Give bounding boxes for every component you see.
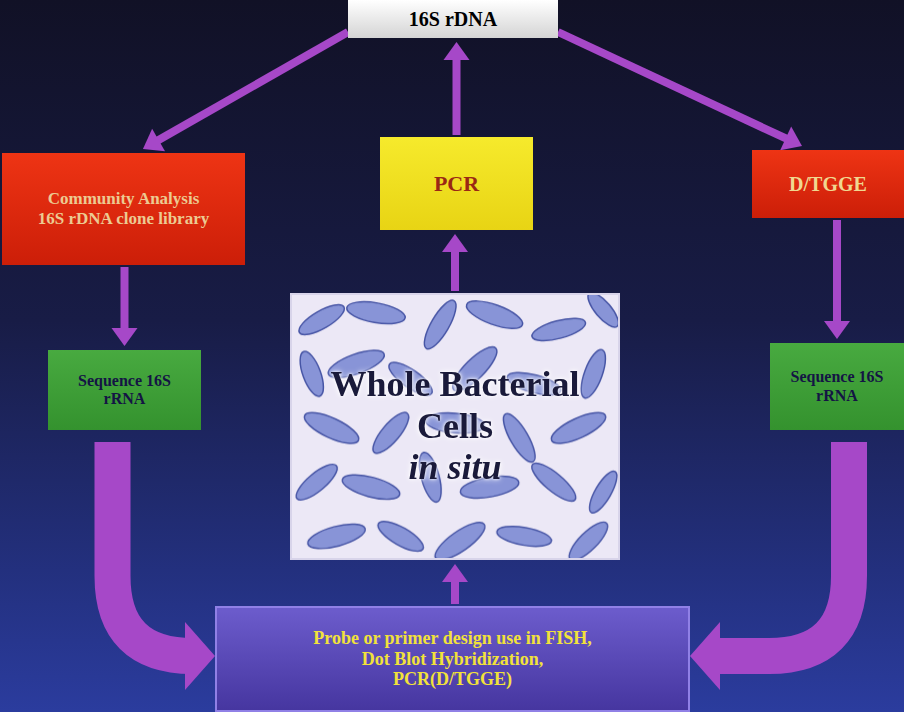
node-text: in situ xyxy=(408,447,501,488)
connector-line xyxy=(451,580,459,604)
connector-line xyxy=(453,58,461,135)
connector-line xyxy=(451,250,459,291)
node-text: Sequence 16S rRNA xyxy=(778,368,896,405)
connector-arrow xyxy=(442,234,468,291)
connector-arrow xyxy=(113,442,216,690)
connector-arrow xyxy=(444,42,470,135)
sequence-box: Sequence 16S rRNA xyxy=(770,343,904,430)
node-text: Community Analysis 16S rDNA clone librar… xyxy=(34,189,214,228)
node-text: Probe or primer design use in FISH, Dot … xyxy=(308,628,598,690)
arrow-head xyxy=(444,42,470,60)
cells-picture-box: Whole Bacterial Cellsin situ xyxy=(290,293,620,560)
arrow-head xyxy=(442,564,468,582)
arrow-head xyxy=(824,321,850,339)
node-text: D/TGGE xyxy=(789,173,867,196)
connector-line xyxy=(833,220,841,323)
top-box: 16S rDNA xyxy=(348,0,558,38)
connector-arrow xyxy=(824,220,850,339)
connector-line xyxy=(157,32,348,141)
curved-connector xyxy=(718,442,849,656)
process-box: Community Analysis 16S rDNA clone librar… xyxy=(2,153,245,265)
connector-arrow xyxy=(558,32,802,150)
node-text: Whole Bacterial Cells xyxy=(300,364,610,447)
curved-connector xyxy=(113,442,193,656)
design-box: Probe or primer design use in FISH, Dot … xyxy=(215,606,690,712)
arrow-head xyxy=(143,129,165,152)
arrow-head xyxy=(185,622,215,690)
connector-arrow xyxy=(143,32,348,151)
node-text: PCR xyxy=(434,171,479,196)
process-box: PCR xyxy=(380,137,533,230)
arrow-head xyxy=(780,127,802,151)
connector-arrow xyxy=(690,442,849,690)
process-box: D/TGGE xyxy=(752,150,904,218)
arrow-head xyxy=(690,622,720,690)
node-text: Sequence 16S rRNA xyxy=(65,372,185,409)
connector-arrow xyxy=(112,267,138,346)
arrow-head xyxy=(442,234,468,252)
connector-line xyxy=(558,32,788,139)
node-text: 16S rDNA xyxy=(409,8,497,31)
connector-arrow xyxy=(442,564,468,604)
arrow-head xyxy=(112,328,138,346)
connector-line xyxy=(121,267,129,330)
sequence-box: Sequence 16S rRNA xyxy=(48,350,201,430)
